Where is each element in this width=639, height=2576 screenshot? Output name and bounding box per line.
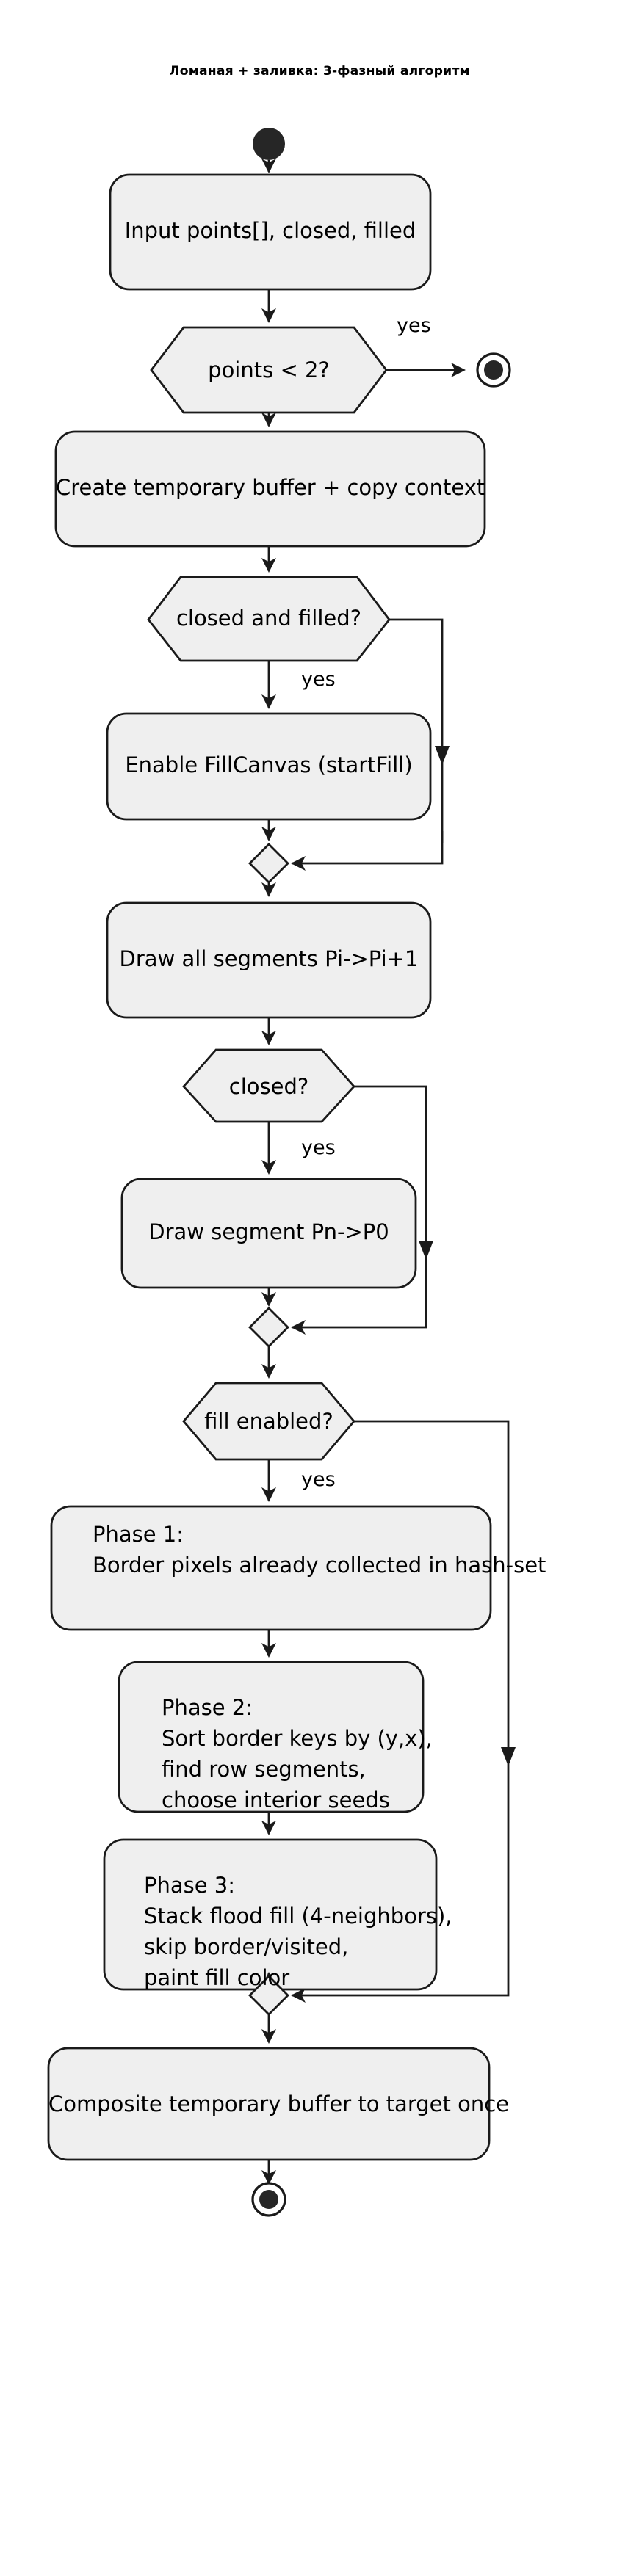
- node-enable-fill-hit[interactable]: [107, 714, 430, 819]
- node-phase-3-hit[interactable]: [104, 1840, 436, 1989]
- node-draw-all-hit[interactable]: [107, 903, 430, 1017]
- end-node-final-inner: [259, 2190, 278, 2209]
- edge-label-yes-closed-and-filled: yes: [301, 668, 336, 692]
- node-composite-hit[interactable]: [48, 2048, 489, 2160]
- node-fill-enabled: [182, 1382, 355, 1461]
- node-closed: [182, 1048, 355, 1123]
- edge-label-yes-points-lt2: yes: [397, 314, 431, 338]
- node-phase-2-hit[interactable]: [119, 1662, 423, 1812]
- node-closed-hit[interactable]: [184, 1050, 354, 1122]
- end-node-early-inner: [484, 360, 503, 380]
- merge-node-3-hit[interactable]: [250, 1976, 288, 2014]
- node-points-lt2-hit[interactable]: [151, 327, 386, 413]
- start-node: [253, 128, 285, 160]
- node-points-lt2: [150, 326, 388, 414]
- node-fill-enabled-hit[interactable]: [184, 1383, 354, 1459]
- node-phase-2: [118, 1661, 425, 1813]
- edge-label-yes-closed: yes: [301, 1136, 336, 1160]
- diagram-title: Ломаная + заливка: 3-фазный алгоритм: [169, 65, 470, 79]
- node-phase-1: [50, 1505, 492, 1631]
- end-node-final-hit[interactable]: [253, 2183, 285, 2216]
- merge-node-2-hit[interactable]: [250, 1308, 288, 1346]
- edge-label-yes-fill-enabled: yes: [301, 1468, 336, 1492]
- start-node-hit[interactable]: [253, 128, 285, 160]
- node-draw-last-hit[interactable]: [122, 1179, 416, 1288]
- node-phase-1-hit[interactable]: [51, 1506, 491, 1630]
- end-node-early-hit[interactable]: [477, 354, 510, 386]
- node-create-buffer: [54, 430, 486, 548]
- node-closed-and-filled: [147, 576, 391, 662]
- node-input: [109, 173, 432, 291]
- node-create-buffer-hit[interactable]: [56, 432, 485, 546]
- node-closed-and-filled-hit[interactable]: [148, 577, 389, 661]
- node-input-hit[interactable]: [110, 175, 430, 289]
- merge-node-1-hit[interactable]: [250, 844, 288, 882]
